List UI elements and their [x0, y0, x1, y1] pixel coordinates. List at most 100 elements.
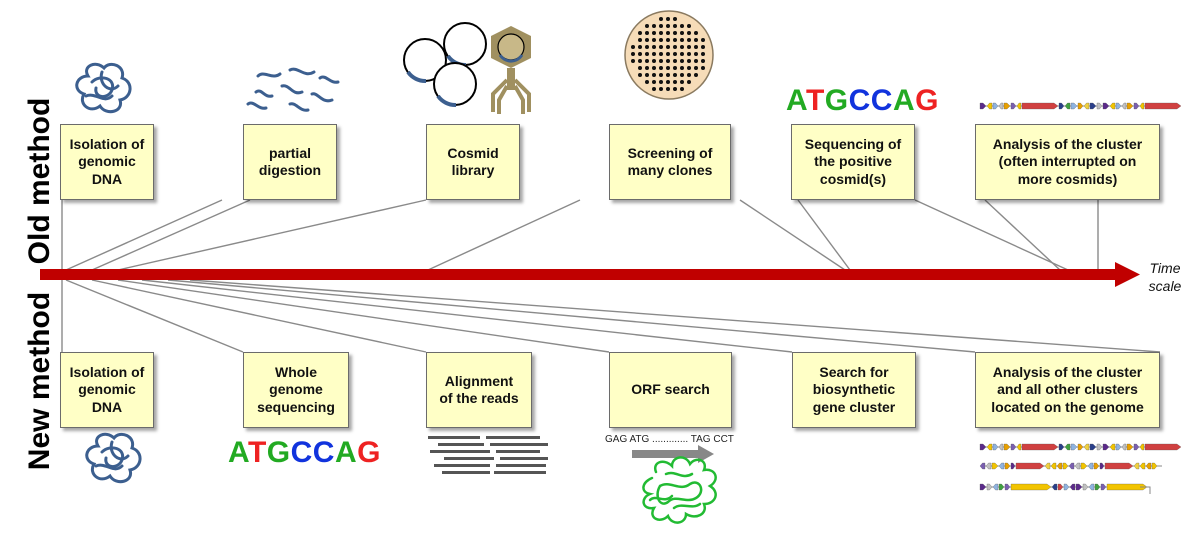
gene-arrow [1121, 102, 1127, 110]
gene-arrow [1139, 462, 1146, 470]
gene-arrow [1004, 462, 1011, 470]
gene-arrow [1121, 443, 1127, 451]
gene-arrow [1093, 462, 1100, 470]
colony-dot [659, 45, 663, 49]
gene-arrow [1075, 483, 1083, 491]
colony-dot [631, 59, 635, 63]
sequence-letter: T [805, 84, 825, 117]
colony-dot [666, 80, 670, 84]
colony-dot [680, 59, 684, 63]
gene-arrow [985, 462, 992, 470]
gene-arrow [1089, 443, 1097, 451]
colony-dot [659, 80, 663, 84]
gene-arrow [1094, 483, 1101, 491]
colony-dot [694, 45, 698, 49]
gene-arrow [992, 483, 999, 491]
gene-arrow [1058, 102, 1065, 110]
sequence-letter: G [357, 436, 381, 469]
gene-arrow [1044, 462, 1051, 470]
gene-arrow [1056, 462, 1063, 470]
colony-dot [687, 73, 691, 77]
colony-plate-icon [624, 10, 714, 100]
colony-dot [701, 66, 705, 70]
gene-arrow [1144, 443, 1182, 451]
gene-arrow [1021, 443, 1059, 451]
colony-dot [666, 17, 670, 21]
colony-dot [673, 45, 677, 49]
cosmid-icon [403, 22, 487, 107]
connector-line [117, 199, 427, 271]
colony-dot [666, 66, 670, 70]
aligned-reads-icon [428, 436, 548, 474]
gene-arrow [1057, 483, 1064, 491]
sequence-letter: A [786, 84, 806, 117]
connector-line [914, 199, 1069, 271]
gene-arrow [1077, 102, 1084, 110]
old-step-sequencing: Sequencing of the positive cosmid(s) [791, 124, 915, 200]
gene-arrow [1126, 102, 1134, 110]
old-step-cosmid-library: Cosmid library [426, 124, 520, 200]
colony-dot [652, 52, 656, 56]
colony-dot [631, 52, 635, 56]
gene-arrow [979, 483, 987, 491]
colony-dot [666, 59, 670, 63]
gene-arrow [1096, 443, 1103, 451]
colony-dot [645, 24, 649, 28]
gene-arrow [1104, 462, 1134, 470]
gene-arrow [1058, 443, 1065, 451]
colony-dot [645, 80, 649, 84]
colony-dot [638, 52, 642, 56]
colony-dot [687, 52, 691, 56]
sequence-letter: A [334, 436, 358, 469]
colony-dot [659, 73, 663, 77]
gene-arrow [1003, 102, 1011, 110]
sequence-text-old: ATGCCAG [786, 84, 939, 118]
gene-arrow [1133, 102, 1140, 110]
gene-arrow [1096, 102, 1103, 110]
connector-lines [61, 199, 1161, 353]
connector-line [141, 279, 793, 353]
gene-arrow [1083, 443, 1090, 451]
gene-arrow [1115, 443, 1122, 451]
gene-arrow [1133, 462, 1140, 470]
colony-dot [645, 66, 649, 70]
gene-arrow [986, 102, 993, 110]
colony-dot [652, 59, 656, 63]
old-step-analysis: Analysis of the cluster (often interrupt… [975, 124, 1160, 200]
new-method-label: New method [23, 291, 56, 471]
sequence-letter: A [228, 436, 248, 469]
gene-arrow [979, 102, 987, 110]
colony-dot [659, 52, 663, 56]
connector-line [189, 279, 1161, 353]
connector-line [117, 279, 610, 353]
sequence-letter: G [915, 84, 939, 117]
gene-arrow [1087, 462, 1094, 470]
old-step-digestion: partial digestion [243, 124, 337, 200]
gene-cluster-icon [979, 102, 1182, 110]
gene-arrow [1080, 462, 1088, 470]
colony-dot [680, 45, 684, 49]
colony-dot [638, 59, 642, 63]
colony-dot [652, 66, 656, 70]
connector-line [739, 199, 846, 271]
genomic-dna-icon [75, 62, 132, 114]
new-step-orf-search: ORF search [609, 352, 732, 428]
colony-dot [687, 24, 691, 28]
colony-dot [673, 87, 677, 91]
protein-icon [642, 456, 717, 524]
gene-arrow [1010, 462, 1016, 470]
connector-line [65, 199, 223, 271]
sequence-letter: C [870, 84, 893, 117]
connector-line [91, 199, 251, 271]
colony-dot [638, 45, 642, 49]
colony-dot [638, 38, 642, 42]
gene-arrow [979, 462, 986, 470]
gene-arrow [992, 443, 999, 451]
gene-arrow [1088, 483, 1095, 491]
orf-sequence-text: GAG ATG ............. TAG CCT [605, 434, 734, 445]
gene-arrow [1139, 102, 1145, 110]
new-step-isolation: Isolation of genomic DNA [60, 352, 154, 428]
gene-arrow [1010, 483, 1052, 491]
colony-dot [673, 73, 677, 77]
